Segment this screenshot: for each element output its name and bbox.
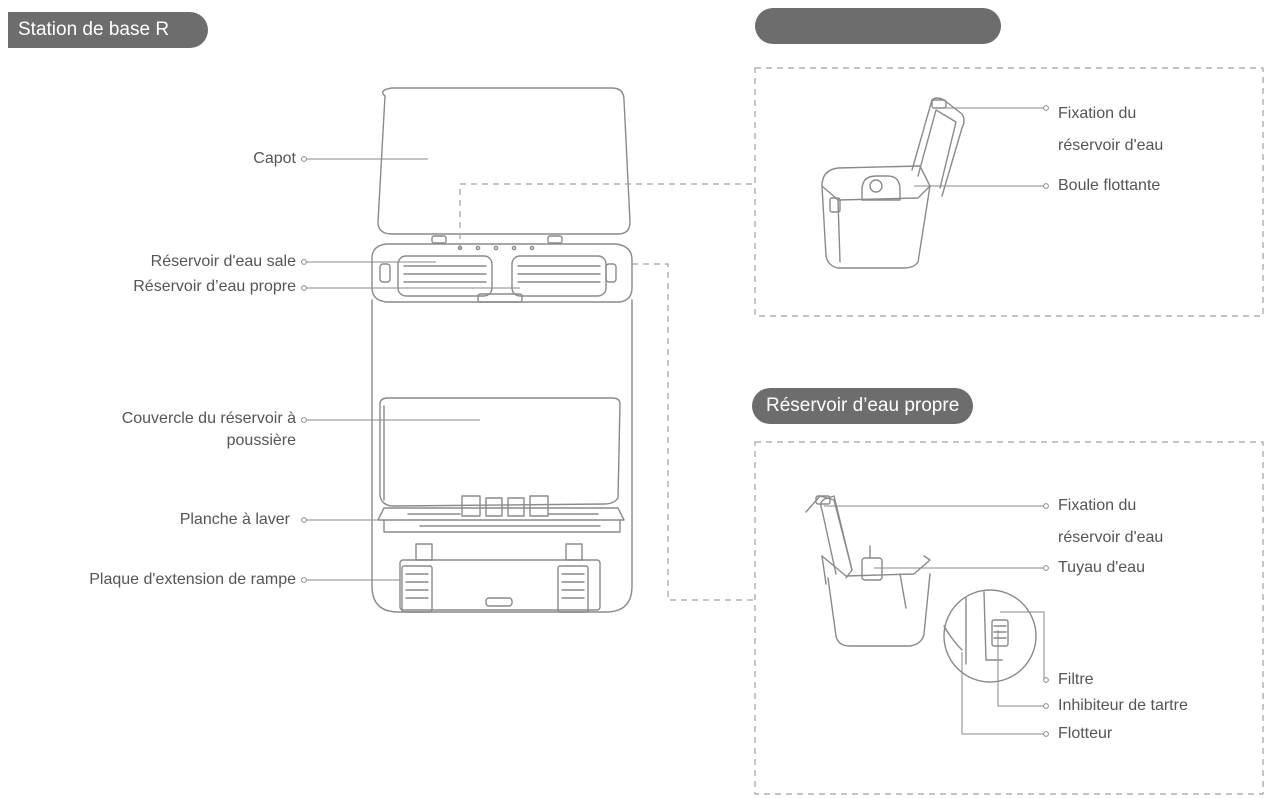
label-wash-board: Planche à laver: [179, 511, 290, 528]
dust-cover-shape: [379, 397, 621, 507]
label-water-pipe: Tuyau d'eau: [1058, 559, 1145, 576]
label-clean-fixation-line1: Fixation du: [1058, 497, 1137, 514]
lid-shape: [377, 87, 631, 235]
section-title-clean-tank: Réservoir d’eau propre: [752, 388, 974, 424]
label-dirty-fixation-line2: réservoir d'eau: [1058, 137, 1164, 154]
clean-tank-drawing: [805, 495, 1037, 683]
label-dust-cover-line1: Couvercle du réservoir à: [121, 410, 296, 427]
label-clean-fixation: Fixation du réservoir d'eau: [1058, 490, 1163, 554]
section-title-base-station: Station de base R: [8, 12, 208, 48]
label-dust-cover: Couvercle du réservoir à poussière: [122, 408, 296, 452]
label-floater: Flotteur: [1058, 725, 1113, 742]
magnifier: [943, 589, 1037, 683]
body-top: [371, 243, 633, 303]
dirty-tank-frame: [754, 67, 1264, 317]
dirty-tank-drawing: [821, 97, 965, 269]
label-float-ball: Boule flottante: [1058, 177, 1161, 194]
label-capot: Capot: [253, 150, 296, 167]
label-dirty-fixation: Fixation du réservoir d'eau: [1058, 98, 1163, 162]
connector-dirty: [459, 183, 755, 250]
label-ramp: Plaque d'extension de rampe: [89, 571, 296, 588]
clean-tank-frame: [754, 441, 1264, 795]
label-scale-inhibitor: Inhibiteur de tartre: [1058, 697, 1188, 714]
label-filter: Filtre: [1058, 671, 1094, 688]
body-sides: [371, 299, 633, 613]
label-dust-cover-line2: poussière: [226, 432, 296, 449]
ramp-plate: [399, 559, 601, 611]
label-dirty-fixation-line1: Fixation du: [1058, 105, 1137, 122]
label-clean-fixation-line2: réservoir d'eau: [1058, 529, 1164, 546]
label-dirty-tank: Réservoir d'eau sale: [150, 253, 296, 270]
connector-clean: [632, 263, 755, 601]
section-title-dirty-tank: [755, 8, 1001, 44]
base-station-drawing: [371, 87, 633, 613]
wash-board-shape: [377, 507, 625, 521]
label-clean-tank: Réservoir d’eau propre: [133, 278, 296, 295]
